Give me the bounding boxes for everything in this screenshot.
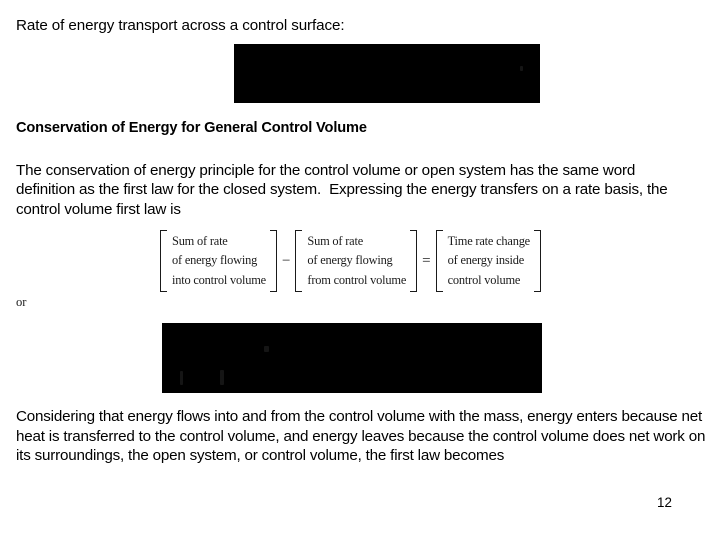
word-equation: Sum of rate of energy flowing into contr… xyxy=(160,229,541,293)
bracket-right-icon xyxy=(269,230,277,292)
bracket-left-icon xyxy=(160,230,167,292)
control-volume-first-law-equation-image xyxy=(162,323,542,393)
term-2-lines: Sum of rate of energy flowing from contr… xyxy=(302,230,410,292)
page-number: 12 xyxy=(657,495,672,510)
equation-artifact xyxy=(264,346,269,352)
equation-artifact xyxy=(220,370,224,385)
equation-artifact xyxy=(520,66,523,71)
bracket-left-icon xyxy=(435,230,443,292)
connector-text: or xyxy=(16,295,27,309)
term-3-line-2: of energy inside xyxy=(447,253,525,268)
term-1-lines: Sum of rate of energy flowing into contr… xyxy=(167,230,270,292)
bracket-right-icon xyxy=(410,230,418,292)
bracket-right-icon xyxy=(534,230,541,292)
term-2-line-2: of energy flowing xyxy=(307,253,393,268)
energy-transport-rate-equation-image xyxy=(234,44,540,103)
term-2-line-1: Sum of rate xyxy=(307,233,364,248)
lead-line-text: Rate of energy transport across a contro… xyxy=(16,17,345,34)
bracket-left-icon xyxy=(295,230,303,292)
term-3-line-3: control volume xyxy=(447,272,521,287)
paragraph-one: The conservation of energy principle for… xyxy=(16,162,672,218)
minus-operator: − xyxy=(281,252,291,269)
equals-operator: = xyxy=(422,252,431,269)
term-1-line-1: Sum of rate xyxy=(172,233,228,248)
section-heading: Conservation of Energy for General Contr… xyxy=(16,120,367,136)
term-1-line-2: of energy flowing xyxy=(172,253,258,268)
paragraph-two: Considering that energy flows into and f… xyxy=(16,408,710,465)
equation-artifact xyxy=(180,371,183,385)
word-equation-term-3: Time rate change of energy inside contro… xyxy=(435,230,541,292)
word-equation-term-2: Sum of rate of energy flowing from contr… xyxy=(295,230,418,292)
term-2-line-3: from control volume xyxy=(307,272,407,287)
term-3-lines: Time rate change of energy inside contro… xyxy=(443,230,534,292)
word-equation-term-1: Sum of rate of energy flowing into contr… xyxy=(160,230,277,292)
term-1-line-3: into control volume xyxy=(172,272,266,287)
term-3-line-1: Time rate change xyxy=(447,233,531,248)
